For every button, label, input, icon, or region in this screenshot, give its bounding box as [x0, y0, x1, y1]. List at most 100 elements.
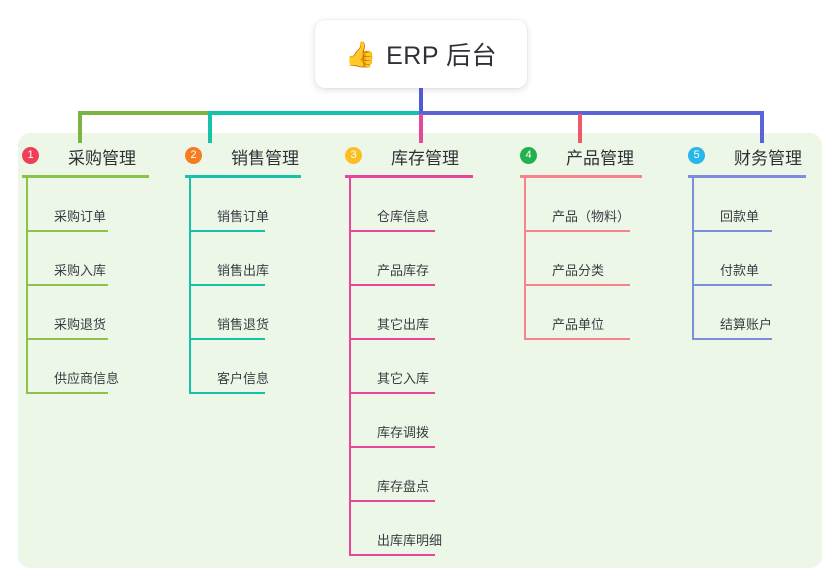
leaf-item[interactable]: 销售订单 [189, 178, 269, 232]
leaf-item-rule [26, 338, 108, 340]
column-1: 1 采购管理采购订单采购入库采购退货供应商信息 [22, 143, 149, 394]
column-badge-4: 4 [520, 147, 537, 164]
leaf-item[interactable]: 仓库信息 [349, 178, 435, 232]
leaf-item-label: 其它出库 [377, 317, 430, 332]
bar-teal [208, 111, 421, 115]
leaf-item[interactable]: 销售出库 [189, 232, 269, 286]
leaf-item-rule [349, 500, 435, 502]
leaf-item[interactable]: 产品（物料） [524, 178, 630, 232]
column-title-3: 库存管理 [391, 148, 459, 168]
drop-inventory [419, 114, 423, 143]
column-badge-1: 1 [22, 147, 39, 164]
column-spine-5 [692, 178, 694, 340]
leaf-item-rule [26, 230, 108, 232]
leaf-item-rule [524, 284, 630, 286]
leaf-item-label: 销售退货 [217, 317, 270, 332]
leaf-item[interactable]: 产品单位 [524, 286, 630, 340]
leaf-item-label: 采购订单 [54, 209, 107, 224]
leaf-item-rule [189, 392, 265, 394]
leaf-item-label: 采购入库 [54, 263, 107, 278]
leaf-item-rule [349, 230, 435, 232]
leaf-item-label: 产品单位 [552, 317, 605, 332]
leaf-item[interactable]: 客户信息 [189, 340, 269, 394]
column-badge-2: 2 [185, 147, 202, 164]
column-title-2: 销售管理 [231, 148, 299, 168]
leaf-item[interactable]: 采购订单 [26, 178, 108, 232]
leaf-item-rule [189, 338, 265, 340]
leaf-item[interactable]: 回款单 [692, 178, 772, 232]
leaf-item-label: 库存调拨 [377, 425, 430, 440]
leaf-item[interactable]: 其它入库 [349, 340, 435, 394]
leaf-item[interactable]: 库存调拨 [349, 394, 435, 448]
leaf-item-rule [692, 338, 772, 340]
leaf-item-label: 付款单 [720, 263, 760, 278]
leaf-item[interactable]: 付款单 [692, 232, 772, 286]
leaf-item-label: 结算账户 [720, 317, 773, 332]
column-2: 2 销售管理销售订单销售出库销售退货客户信息 [185, 143, 301, 394]
drop-sales [208, 114, 212, 143]
column-header-rule-3 [345, 175, 473, 178]
column-badge-3: 3 [345, 147, 362, 164]
leaf-item[interactable]: 其它出库 [349, 286, 435, 340]
leaf-item-rule [26, 392, 108, 394]
leaf-item-label: 产品库存 [377, 263, 430, 278]
column-header-4[interactable]: 4 产品管理 [520, 143, 634, 169]
column-header-rule-4 [520, 175, 642, 178]
leaf-item-label: 客户信息 [217, 371, 270, 386]
leaf-item[interactable]: 产品库存 [349, 232, 435, 286]
drop-finance [760, 114, 764, 143]
leaf-item[interactable]: 结算账户 [692, 286, 772, 340]
leaf-item-label: 产品分类 [552, 263, 605, 278]
root-stem-connector [419, 88, 423, 114]
leaf-item-label: 产品（物料） [552, 209, 631, 224]
drop-purchase [78, 114, 82, 143]
column-spine-4 [524, 178, 526, 340]
bar-blue [419, 111, 764, 115]
leaf-item-label: 销售出库 [217, 263, 270, 278]
column-title-1: 采购管理 [68, 148, 136, 168]
column-4: 4 产品管理产品（物料） 产品分类产品单位 [520, 143, 642, 340]
leaf-item-rule [349, 446, 435, 448]
column-spine-1 [26, 178, 28, 394]
column-spine-3 [349, 178, 351, 556]
leaf-item[interactable]: 采购退货 [26, 286, 108, 340]
leaf-item-label: 其它入库 [377, 371, 430, 386]
leaf-item-label: 出库库明细 [377, 533, 443, 548]
leaf-item-label: 回款单 [720, 209, 760, 224]
leaf-item-rule [349, 284, 435, 286]
root-node-card[interactable]: 👍 ERP 后台 [315, 20, 527, 88]
thumbs-up-icon: 👍 [344, 39, 377, 69]
leaf-item[interactable]: 产品分类 [524, 232, 630, 286]
leaf-item[interactable]: 供应商信息 [26, 340, 119, 394]
leaf-item-rule [26, 284, 108, 286]
column-spine-2 [189, 178, 191, 394]
leaf-item-rule [524, 230, 630, 232]
leaf-item-rule [349, 392, 435, 394]
leaf-item-rule [692, 230, 772, 232]
column-header-2[interactable]: 2 销售管理 [185, 143, 299, 169]
leaf-item[interactable]: 销售退货 [189, 286, 269, 340]
leaf-item[interactable]: 库存盘点 [349, 448, 435, 502]
column-title-4: 产品管理 [566, 148, 634, 168]
leaf-item-label: 仓库信息 [377, 209, 430, 224]
column-badge-5: 5 [688, 147, 705, 164]
column-header-rule-1 [22, 175, 149, 178]
leaf-item-rule [524, 338, 630, 340]
leaf-item[interactable]: 出库库明细 [349, 502, 442, 556]
bar-green [78, 111, 208, 115]
leaf-item-rule [189, 284, 265, 286]
column-header-rule-5 [688, 175, 806, 178]
drop-product [578, 114, 582, 143]
leaf-item[interactable]: 采购入库 [26, 232, 108, 286]
leaf-item-rule [189, 230, 265, 232]
leaf-item-label: 采购退货 [54, 317, 107, 332]
content-panel [18, 133, 822, 568]
leaf-item-rule [349, 554, 435, 556]
leaf-item-label: 供应商信息 [54, 371, 120, 386]
column-header-3[interactable]: 3 库存管理 [345, 143, 459, 169]
column-header-rule-2 [185, 175, 301, 178]
column-header-1[interactable]: 1 采购管理 [22, 143, 136, 169]
